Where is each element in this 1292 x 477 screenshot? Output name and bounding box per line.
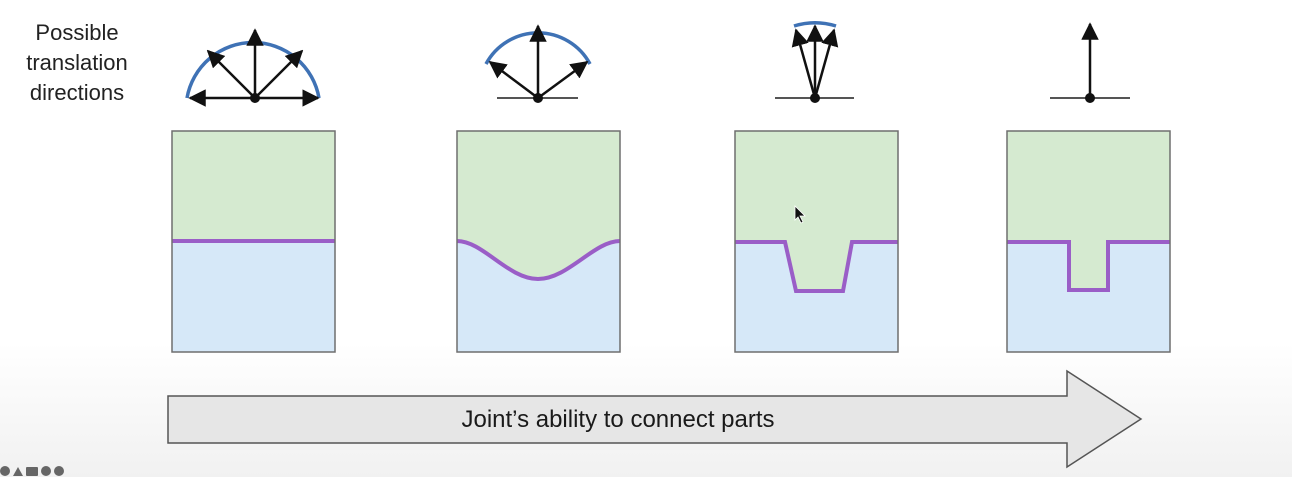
direction-glyph-full xyxy=(185,28,321,107)
direction-glyph-wide-cone xyxy=(484,24,592,103)
joint-panel-curved xyxy=(456,130,621,353)
translation-directions-label: Possible translation directions xyxy=(12,18,142,108)
progress-arrow-label: Joint’s ability to connect parts xyxy=(461,406,775,433)
player-prev-icon[interactable] xyxy=(0,466,10,476)
side-label-line-1: Possible xyxy=(35,20,119,45)
player-next-icon[interactable] xyxy=(54,466,64,476)
joint-panel-straight-slot xyxy=(1006,130,1171,353)
joint-panel-flat xyxy=(171,130,336,353)
player-settings-icon[interactable] xyxy=(41,466,51,476)
progress-arrow xyxy=(167,369,1143,469)
side-label-line-3: directions xyxy=(29,80,125,105)
video-player-controls[interactable] xyxy=(0,465,64,477)
player-play-icon[interactable] xyxy=(13,466,23,476)
direction-glyph-single xyxy=(1050,22,1130,103)
mouse-cursor-icon xyxy=(794,205,806,224)
player-caption-icon[interactable] xyxy=(26,466,38,476)
direction-glyph-narrow-cone xyxy=(775,21,854,103)
joint-panel-tapered-slot xyxy=(734,130,899,353)
side-label-line-2: translation xyxy=(26,50,128,75)
